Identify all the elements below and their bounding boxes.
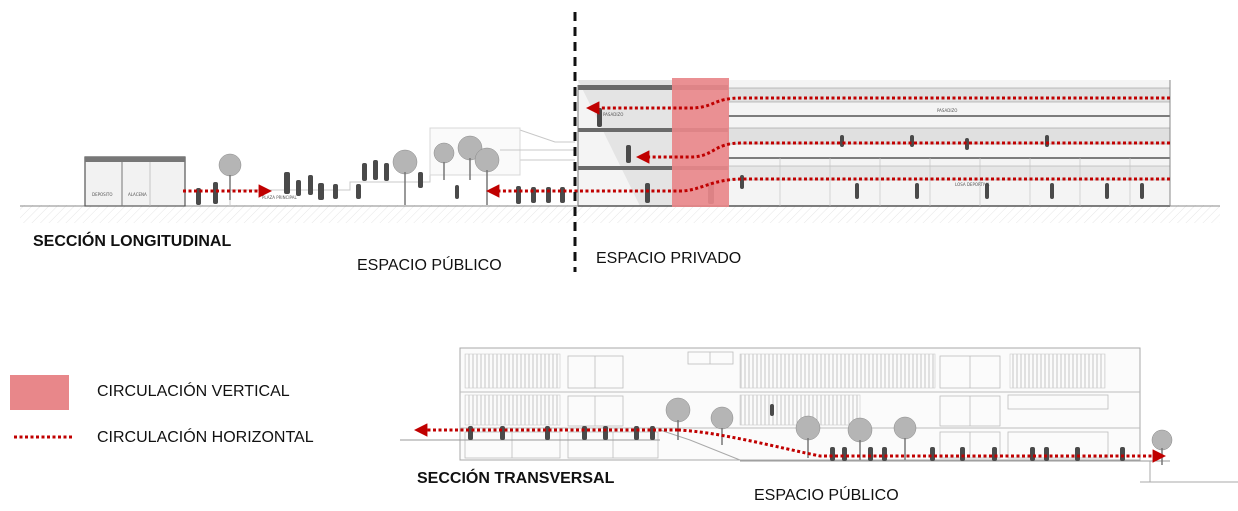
legend-horizontal-label: CIRCULACIÓN HORIZONTAL: [97, 429, 314, 446]
longitudinal-private-label: ESPACIO PRIVADO: [596, 250, 742, 267]
transversal-public-label: ESPACIO PÚBLICO: [754, 487, 899, 504]
room-label-plaza: PLAZA PRINCIPAL: [262, 195, 297, 200]
room-label-alacena: ALACENA: [128, 192, 147, 197]
facade-louvers: [464, 353, 1106, 426]
longitudinal-section: DEPOSITO ALACENA PLAZA PRINCIPAL: [20, 78, 1220, 223]
legend: [10, 375, 74, 439]
horizontal-circulation-arrows-transversal: [413, 423, 1167, 463]
ground-hatch: [20, 205, 1220, 223]
storage-building: DEPOSITO ALACENA: [84, 156, 186, 207]
facade-windows: [464, 351, 1109, 459]
room-label-losa: LOSA DEPORTIVA: [955, 182, 990, 187]
room-label-deposito: DEPOSITO: [92, 192, 112, 197]
transversal-section: [400, 347, 1238, 483]
legend-vertical-label: CIRCULACIÓN VERTICAL: [97, 383, 290, 400]
vertical-circulation-block: [672, 78, 729, 207]
longitudinal-public-label: ESPACIO PÚBLICO: [357, 257, 502, 274]
horizontal-circulation-arrows-longitudinal: [183, 96, 1170, 198]
room-label-pasadizo-b: PASADIZO: [937, 108, 957, 113]
trees-longitudinal: [218, 135, 500, 205]
room-label-pasadizo-a: PASADIZO: [603, 112, 623, 117]
transversal-section-title: SECCIÓN TRANSVERSAL: [417, 470, 615, 487]
legend-vertical-swatch: [10, 375, 69, 410]
longitudinal-section-title: SECCIÓN LONGITUDINAL: [33, 233, 232, 250]
